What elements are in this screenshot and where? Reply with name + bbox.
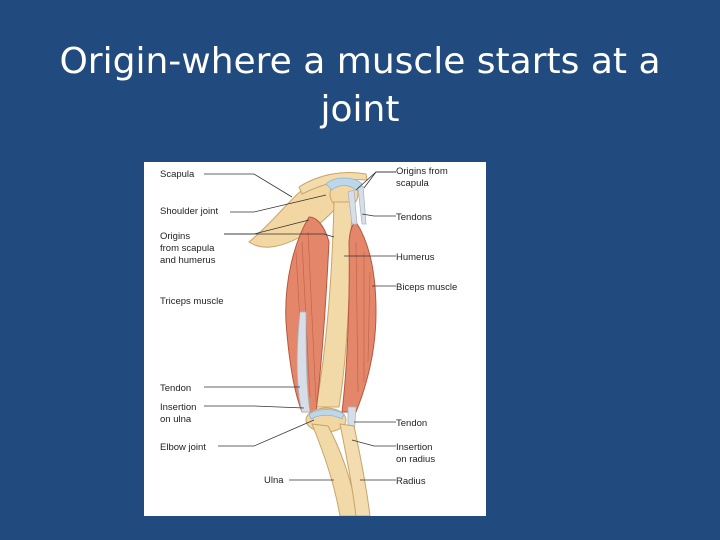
label-insertion-ulna-line-2: on ulna: [160, 414, 192, 425]
radius-bone: [339, 423, 371, 516]
label-tendon-left: Tendon: [160, 383, 191, 394]
label-origins-line-2: from scapula: [160, 243, 215, 254]
label-shoulder-joint: Shoulder joint: [160, 206, 218, 217]
label-origins-scapula-line-1: Origins from: [396, 166, 448, 177]
label-scapula: Scapula: [160, 169, 195, 180]
arm-anatomy-figure: Scapula Shoulder joint Origins from scap…: [144, 162, 486, 516]
label-insertion-ulna-line-1: Insertion: [160, 402, 196, 413]
slide-title-line-2: joint: [320, 89, 400, 130]
slide-title-line-1: Origin-where a muscle starts at a: [59, 41, 661, 82]
label-origins-line-1: Origins: [160, 231, 190, 242]
biceps-origin-tendons: [347, 185, 367, 225]
ulna-bone: [311, 423, 359, 516]
slide-title: Origin-where a muscle starts at a joint: [40, 38, 680, 134]
elbow-cartilage: [308, 409, 345, 420]
label-triceps-muscle: Triceps muscle: [160, 296, 224, 307]
triceps-tendon: [296, 311, 311, 413]
label-radius: Radius: [396, 476, 426, 487]
label-humerus: Humerus: [396, 252, 435, 263]
label-biceps-muscle: Biceps muscle: [396, 282, 457, 293]
label-origins-line-3: and humerus: [160, 255, 216, 266]
label-tendons: Tendons: [396, 212, 432, 223]
arm-anatomy-svg: Scapula Shoulder joint Origins from scap…: [160, 166, 457, 516]
leader-lines: [204, 171, 396, 481]
label-ulna: Ulna: [264, 475, 284, 486]
label-insertion-radius-line-2: on radius: [396, 454, 435, 465]
label-insertion-radius-line-1: Insertion: [396, 442, 432, 453]
label-origins-scapula-line-2: scapula: [396, 178, 429, 189]
label-elbow-joint: Elbow joint: [160, 442, 206, 453]
label-tendon-right: Tendon: [396, 418, 427, 429]
biceps-fibers: [355, 241, 371, 393]
